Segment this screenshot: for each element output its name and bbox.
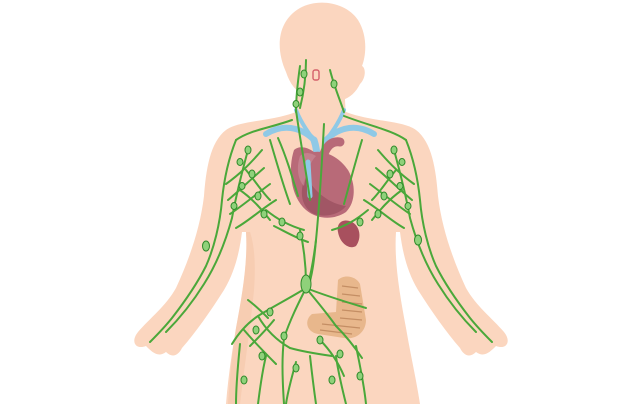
lymph-node (292, 363, 300, 373)
lymph-node (292, 100, 300, 108)
lymph-node (374, 209, 382, 219)
lymph-node (236, 158, 244, 166)
lymph-node (300, 69, 308, 79)
torso-shading (228, 232, 255, 404)
lymph-node (396, 182, 404, 190)
lymph-node (414, 234, 422, 246)
lymph-node (356, 217, 364, 227)
lymph-node (316, 335, 324, 345)
body-silhouette (134, 2, 508, 404)
lymph-nodes (202, 69, 422, 385)
lymph-node (254, 191, 262, 201)
lymph-node (356, 371, 364, 381)
lymph-node (328, 375, 336, 385)
lymph-node (280, 331, 288, 341)
lymph-node (296, 87, 304, 97)
cisterna-chyli (300, 274, 312, 294)
lymph-node (390, 145, 398, 155)
lymph-node (252, 325, 260, 335)
lymph-node (244, 145, 252, 155)
lymph-node (278, 217, 286, 227)
lymph-node (380, 191, 388, 201)
lymph-node (398, 158, 406, 166)
lymph-node (336, 349, 344, 359)
thyroid-marker (312, 69, 320, 81)
lymph-node (248, 169, 256, 179)
lymph-node (296, 231, 304, 241)
lymph-node (404, 202, 412, 210)
lymph-node (258, 351, 266, 361)
lymph-node (330, 79, 338, 89)
lymph-node (260, 209, 268, 219)
torso (134, 112, 508, 404)
heart (290, 137, 354, 218)
intestine (307, 276, 366, 339)
lymph-node (230, 202, 238, 210)
head (279, 2, 366, 108)
neck (296, 82, 346, 118)
lymph-node (238, 182, 246, 190)
lymph-node (240, 375, 248, 385)
lymph-node (386, 169, 394, 179)
lymph-node (266, 307, 274, 317)
lymph-node (202, 240, 210, 252)
spleen (337, 220, 360, 248)
